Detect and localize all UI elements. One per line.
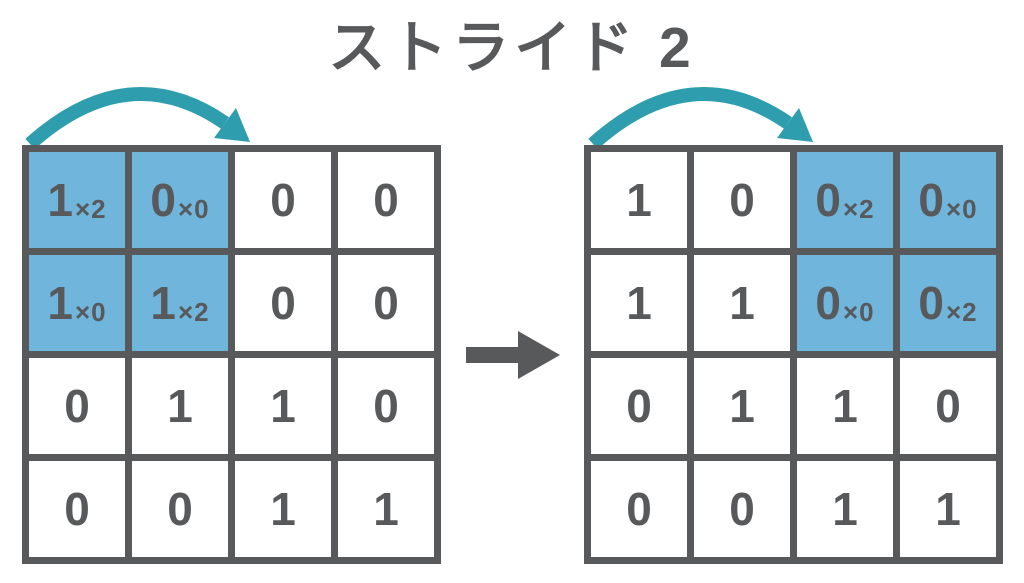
grid-cell: 0 xyxy=(338,255,434,351)
grid-cell-highlighted: 0×0 xyxy=(797,255,893,351)
cell-value: 1 xyxy=(373,483,399,535)
grid-cell: 0 xyxy=(591,358,687,454)
grid-cell-highlighted: 0×0 xyxy=(900,152,996,248)
cell-value: 0 xyxy=(64,380,90,432)
grid-cell: 0 xyxy=(694,461,790,557)
grid-cell-highlighted: 1×2 xyxy=(29,152,125,248)
cell-value: 1 xyxy=(832,380,858,432)
cell-value: 1 xyxy=(729,277,755,329)
grid-cell-highlighted: 1×0 xyxy=(29,255,125,351)
cell-value: 0 xyxy=(167,483,193,535)
cell-value: 1 xyxy=(935,483,961,535)
cell-kernel-multiplier: ×0 xyxy=(177,194,210,224)
cell-value: 1 xyxy=(626,174,652,226)
grid-cell: 1 xyxy=(694,255,790,351)
grid-cell: 1 xyxy=(797,358,893,454)
cell-value: 0 xyxy=(815,174,841,226)
cell-value: 0 xyxy=(270,277,296,329)
stride-hop-arrow-left xyxy=(25,87,250,146)
cell-value: 0 xyxy=(935,380,961,432)
cell-value: 0 xyxy=(270,174,296,226)
cell-kernel-multiplier: ×2 xyxy=(945,297,978,327)
cell-kernel-multiplier: ×2 xyxy=(177,297,210,327)
cell-value: 1 xyxy=(167,380,193,432)
grid-cell: 0 xyxy=(591,461,687,557)
stride-hop-arrow-right xyxy=(588,87,813,146)
diagram-title: ストライド 2 xyxy=(328,16,696,80)
grid-cell: 1 xyxy=(235,358,331,454)
grid-cell: 0 xyxy=(900,358,996,454)
cell-value: 0 xyxy=(373,380,399,432)
cell-value: 0 xyxy=(918,174,944,226)
transform-right-arrow xyxy=(466,331,560,379)
grid-cell: 0 xyxy=(132,461,228,557)
grid-cell: 0 xyxy=(235,152,331,248)
grid-cell: 1 xyxy=(694,358,790,454)
cell-value: 1 xyxy=(270,483,296,535)
grid-cell: 0 xyxy=(29,358,125,454)
grid-cell-highlighted: 0×2 xyxy=(900,255,996,351)
grid-cell-highlighted: 0×0 xyxy=(132,152,228,248)
cell-value: 1 xyxy=(626,277,652,329)
grid-cell: 1 xyxy=(591,255,687,351)
cell-value: 1 xyxy=(47,174,73,226)
cell-value: 1 xyxy=(832,483,858,535)
cell-value: 0 xyxy=(815,277,841,329)
grid-cell-highlighted: 1×2 xyxy=(132,255,228,351)
cell-kernel-multiplier: ×0 xyxy=(842,297,875,327)
grid-cell: 1 xyxy=(235,461,331,557)
grid-cell: 1 xyxy=(900,461,996,557)
grid-cell-highlighted: 0×2 xyxy=(797,152,893,248)
grid-cell: 1 xyxy=(338,461,434,557)
cell-value: 1 xyxy=(270,380,296,432)
grid-cell: 0 xyxy=(694,152,790,248)
cell-kernel-multiplier: ×2 xyxy=(74,194,107,224)
grid-cell: 0 xyxy=(338,152,434,248)
cell-value: 0 xyxy=(729,483,755,535)
cell-value: 1 xyxy=(47,277,73,329)
grid-cell: 0 xyxy=(338,358,434,454)
cell-value: 1 xyxy=(729,380,755,432)
grid-cell: 1 xyxy=(591,152,687,248)
cell-value: 0 xyxy=(729,174,755,226)
grid-cell: 1 xyxy=(797,461,893,557)
cell-kernel-multiplier: ×0 xyxy=(74,297,107,327)
cell-value: 1 xyxy=(150,277,176,329)
grid-cell: 0 xyxy=(235,255,331,351)
cell-value: 0 xyxy=(373,277,399,329)
cell-value: 0 xyxy=(150,174,176,226)
cell-value: 0 xyxy=(373,174,399,226)
grid-cell: 0 xyxy=(29,461,125,557)
cell-value: 0 xyxy=(626,483,652,535)
cell-value: 0 xyxy=(64,483,90,535)
cell-kernel-multiplier: ×2 xyxy=(842,194,875,224)
cell-kernel-multiplier: ×0 xyxy=(945,194,978,224)
grid-cell: 1 xyxy=(132,358,228,454)
cell-value: 0 xyxy=(626,380,652,432)
cell-value: 0 xyxy=(918,277,944,329)
